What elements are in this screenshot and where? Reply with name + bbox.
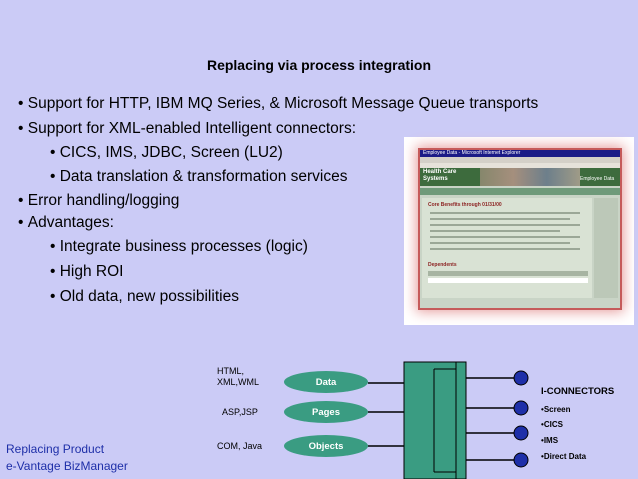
footer-product-name: e-Vantage BizManager [6,459,128,473]
banner-line1: Health Care [423,169,457,175]
connector-direct-data: Direct Data [541,452,586,461]
connector-circle [513,425,529,441]
label-asp-jsp: ASP,JSP [222,407,258,417]
box-edge [434,368,456,473]
screenshot-dependents-title: Dependents [428,262,457,268]
pill-data: Data [284,371,368,393]
screenshot-banner-photos [480,168,580,186]
label-com-java: COM, Java [217,441,263,451]
pill-objects: Objects [284,435,368,457]
screenshot-row [430,242,570,244]
screenshot-toolbar [420,157,620,163]
screenshot-sidebar [594,198,618,298]
bullet-advantages: Advantages: [18,214,114,232]
screenshot-employee-data-label: Employee Data [580,176,615,182]
screenshot-row [430,212,580,214]
embedded-screenshot: Employee Data - Microsoft Internet Explo… [420,150,620,308]
screenshot-row [430,236,580,238]
sub-bullet-roi: High ROI [50,263,124,281]
sub-bullet-translation: Data translation & transformation servic… [50,168,348,186]
screenshot-row [430,224,580,226]
screenshot-address-bar [420,163,620,168]
bullet-error-handling: Error handling/logging [18,192,180,210]
screenshot-section-title: Core Benefits through 01/31/00 [428,202,502,208]
integration-diagram [368,361,529,479]
integration-box [403,361,457,479]
bullet-connectors: Support for XML-enabled Intelligent conn… [18,120,356,138]
screenshot-row [430,218,570,220]
screenshot-row [430,248,580,250]
connector-circle [513,452,529,468]
screenshot-tabs [420,188,620,195]
pill-pages: Pages [284,401,368,423]
label-html-xml: HTML, XML,WML [217,366,260,387]
screenshot-row [430,230,560,232]
connector-screen: Screen [541,405,571,414]
screenshot-banner-text: Health Care Systems [423,169,456,183]
connector-cics: CICS [541,420,563,429]
sub-bullet-cics: CICS, IMS, JDBC, Screen (LU2) [50,144,283,162]
connector-ims: IMS [541,436,558,445]
banner-line2: Systems [423,176,448,182]
screenshot-titlebar: Employee Data - Microsoft Internet Explo… [420,150,620,157]
screenshot-dependents-header [428,271,588,276]
connector-circle [513,370,529,386]
connectors-title: I-CONNECTORS [541,386,615,397]
sub-bullet-old-data: Old data, new possibilities [50,288,239,306]
footer-replacing-product: Replacing Product [6,442,105,456]
connector-circle [513,400,529,416]
bullet-transports: Support for HTTP, IBM MQ Series, & Micro… [18,95,539,113]
screenshot-dependents-row [428,278,588,283]
screenshot-window-title: Employee Data - Microsoft Internet Explo… [423,150,521,156]
slide-title: Replacing via process integration [206,57,432,73]
box-side [455,361,467,479]
sub-bullet-integrate: Integrate business processes (logic) [50,238,308,256]
